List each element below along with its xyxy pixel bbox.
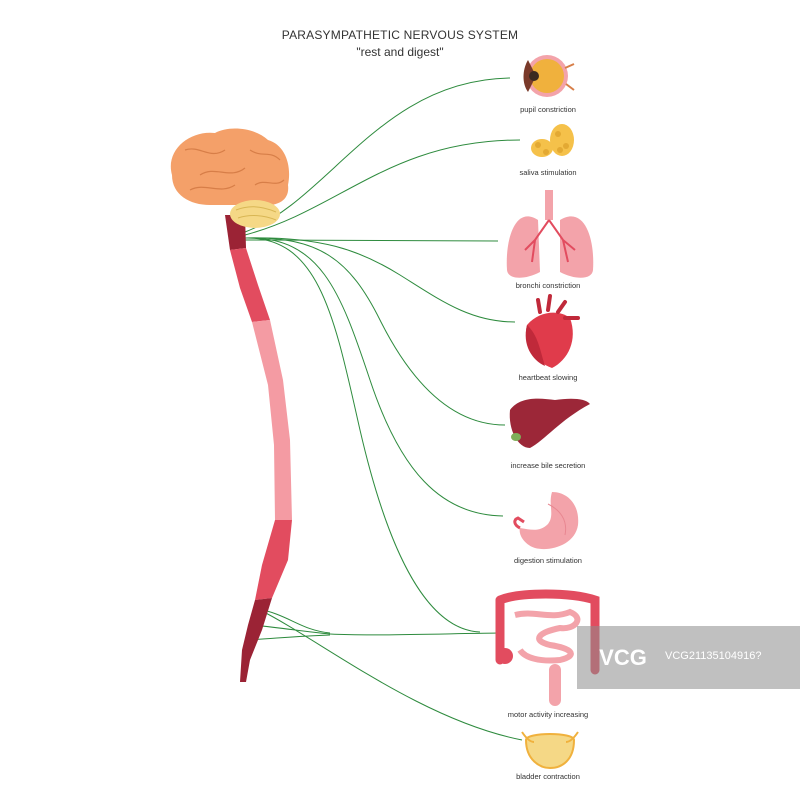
spinal-cord	[225, 215, 292, 682]
nerve-bladder	[259, 609, 523, 741]
label-heartbeat-slowing: heartbeat slowing	[518, 373, 578, 382]
bladder-icon	[521, 731, 579, 770]
intestine-icon	[495, 589, 600, 706]
nerve-heart	[244, 237, 516, 323]
nerve-sacral-2	[251, 624, 331, 635]
salivary-gland-icon	[531, 124, 574, 157]
label-bladder-contraction: bladder contraction	[516, 772, 580, 781]
watermark-id: VCG21135104916?	[665, 650, 762, 662]
brain-illustration	[170, 128, 290, 228]
nerve-liver	[244, 237, 506, 426]
eye-icon	[523, 55, 575, 97]
diagram-subtitle: "rest and digest"	[356, 45, 444, 59]
nerve-sacral-intestine	[329, 632, 499, 636]
heart-icon	[525, 294, 580, 368]
label-pupil-constriction: pupil constriction	[520, 105, 576, 114]
label-digestion-stimulation: digestion stimulation	[514, 556, 582, 565]
diagram-title: PARASYMPATHETIC NERVOUS SYSTEM	[281, 28, 519, 42]
stomach-icon	[513, 492, 579, 550]
watermark-box	[577, 626, 800, 689]
label-increase-bile-secretion: increase bile secretion	[510, 461, 586, 470]
liver-icon	[509, 398, 590, 448]
label-motor-activity-increasing: motor activity increasing	[507, 710, 589, 719]
nerve-sacral-3	[247, 634, 331, 641]
nerve-intestine	[244, 237, 481, 633]
nerve-stomach	[244, 237, 504, 517]
nerve-saliva	[244, 139, 521, 236]
label-saliva-stimulation: saliva stimulation	[519, 168, 577, 177]
label-bronchi-constriction: bronchi constriction	[515, 281, 581, 290]
watermark-logo: VCG	[599, 645, 647, 670]
lungs-icon	[506, 190, 594, 278]
